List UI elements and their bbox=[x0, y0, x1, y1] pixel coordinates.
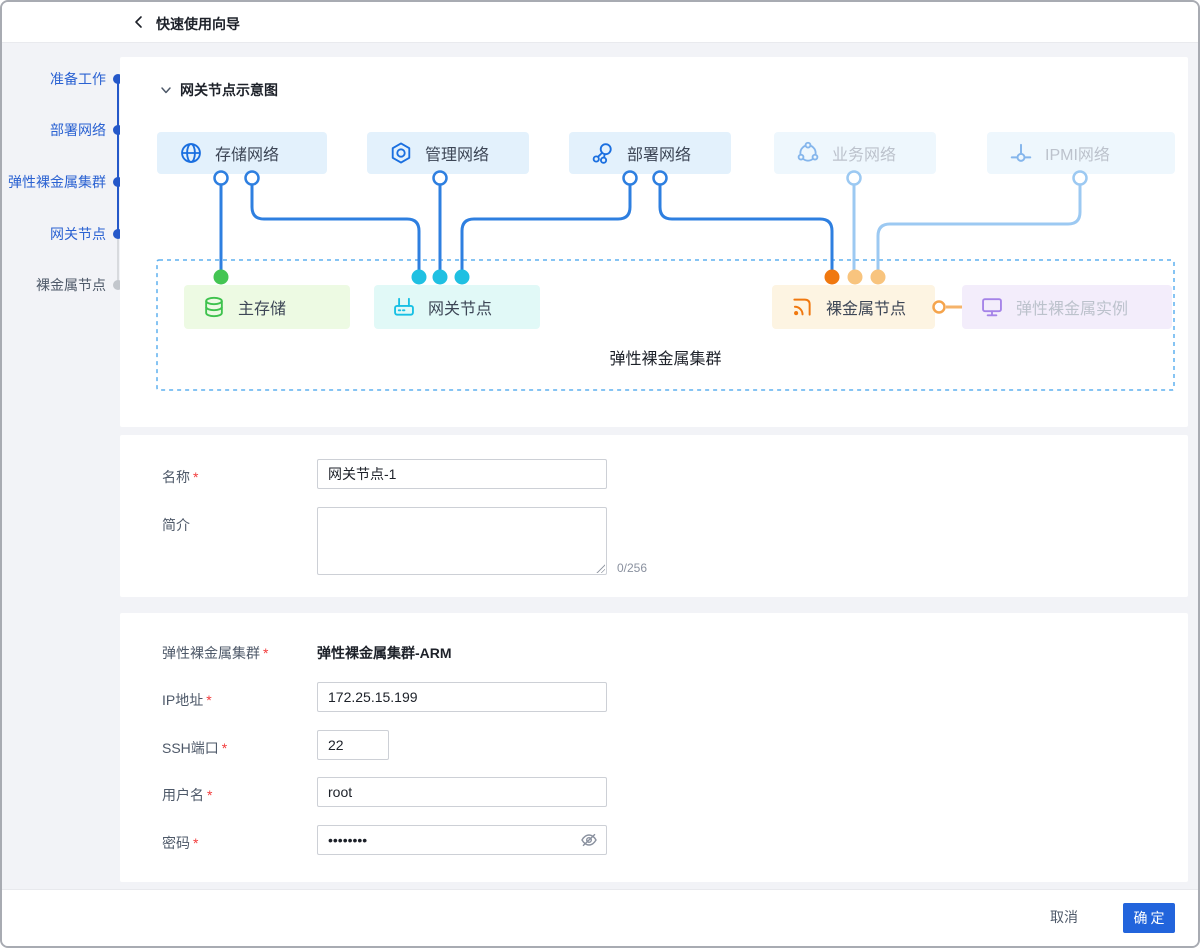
settings-icon bbox=[391, 142, 411, 164]
step-dot bbox=[113, 229, 123, 239]
basic-info-card: 名称* 简介 0/256 bbox=[120, 435, 1188, 597]
ssh-port-label: SSH端口* bbox=[162, 740, 228, 756]
sidebar-item-gateway[interactable]: 网关节点 bbox=[50, 226, 106, 242]
orbit-icon bbox=[797, 141, 819, 162]
node-main-storage: 主存储 bbox=[184, 285, 350, 329]
diagram-connections bbox=[156, 170, 1175, 391]
name-input[interactable] bbox=[317, 459, 607, 489]
back-icon[interactable] bbox=[130, 13, 148, 31]
diagram-section-title: 网关节点示意图 bbox=[180, 82, 278, 98]
node-label: 弹性裸金属实例 bbox=[1016, 301, 1129, 318]
node-baremetal: 裸金属节点 bbox=[772, 285, 935, 329]
cluster-value: 弹性裸金属集群-ARM bbox=[317, 645, 452, 661]
node-business-network: 业务网络 bbox=[774, 132, 936, 174]
node-label: 存储网络 bbox=[215, 147, 280, 164]
step-dot bbox=[113, 125, 123, 135]
description-label: 简介 bbox=[162, 517, 190, 533]
chevron-down-icon bbox=[161, 87, 171, 94]
sidebar-item-baremetal[interactable]: 裸金属节点 bbox=[36, 277, 106, 293]
required-mark: * bbox=[207, 787, 213, 803]
cluster-label: 弹性裸金属集群 bbox=[609, 351, 722, 368]
node-label: 业务网络 bbox=[832, 147, 897, 164]
sidebar-item-prepare[interactable]: 准备工作 bbox=[50, 71, 106, 87]
step-dot bbox=[113, 74, 123, 84]
node-storage-network: 存储网络 bbox=[157, 132, 327, 174]
footer-bar: 取消 确定 bbox=[2, 889, 1198, 946]
required-mark: * bbox=[193, 835, 199, 851]
node-label: 裸金属节点 bbox=[826, 301, 907, 318]
connection-card: 弹性裸金属集群* 弹性裸金属集群-ARM IP地址* SSH端口* 用户名* 密… bbox=[120, 613, 1188, 882]
node-label: 网关节点 bbox=[428, 301, 493, 318]
router-icon bbox=[394, 297, 414, 316]
description-textarea[interactable] bbox=[317, 507, 607, 575]
eye-off-icon[interactable] bbox=[580, 832, 598, 848]
ssh-port-input[interactable] bbox=[317, 730, 389, 760]
globe-icon bbox=[181, 143, 201, 163]
page-title: 快速使用向导 bbox=[156, 16, 240, 32]
username-label: 用户名* bbox=[162, 787, 213, 803]
sidebar-item-cluster[interactable]: 弹性裸金属集群 bbox=[8, 174, 106, 190]
node-ipmi-network: IPMI网络 bbox=[987, 132, 1175, 174]
cancel-button[interactable]: 取消 bbox=[1050, 909, 1078, 925]
monitor-icon bbox=[982, 298, 1002, 317]
name-label: 名称* bbox=[162, 469, 199, 485]
node-label: 部署网络 bbox=[627, 147, 692, 164]
username-input[interactable] bbox=[317, 777, 607, 807]
password-label: 密码* bbox=[162, 835, 199, 851]
ip-label: IP地址* bbox=[162, 692, 212, 708]
node-manage-network: 管理网络 bbox=[367, 132, 529, 174]
node-baremetal-instance: 弹性裸金属实例 bbox=[962, 285, 1172, 329]
node-deploy-network: 部署网络 bbox=[569, 132, 731, 174]
char-counter: 0/256 bbox=[617, 561, 648, 575]
rss-icon bbox=[793, 298, 811, 316]
database-icon bbox=[205, 296, 223, 318]
stepper-line-active bbox=[117, 79, 119, 234]
nodes-icon bbox=[592, 143, 612, 164]
stepper-line-pending bbox=[117, 234, 119, 285]
ip-input[interactable] bbox=[317, 682, 607, 712]
required-mark: * bbox=[206, 692, 212, 708]
password-input[interactable] bbox=[317, 825, 607, 855]
header: 快速使用向导 bbox=[2, 2, 1198, 43]
required-mark: * bbox=[193, 469, 199, 485]
diagram-card: 网关节点示意图 存储网络 管理网络 bbox=[120, 57, 1188, 427]
confirm-button[interactable]: 确定 bbox=[1123, 903, 1175, 933]
node-label: 管理网络 bbox=[425, 147, 490, 164]
wizard-stepper: 准备工作 部署网络 弹性裸金属集群 网关节点 裸金属节点 bbox=[2, 43, 132, 883]
diagram-collapse-toggle[interactable]: 网关节点示意图 bbox=[160, 80, 278, 100]
node-label: IPMI网络 bbox=[1045, 147, 1110, 164]
node-gateway: 网关节点 bbox=[374, 285, 540, 329]
node-label: 主存储 bbox=[238, 301, 287, 318]
sidebar-item-network[interactable]: 部署网络 bbox=[50, 122, 106, 138]
probe-icon bbox=[1010, 143, 1032, 162]
required-mark: * bbox=[263, 645, 269, 661]
step-dot bbox=[113, 177, 123, 187]
required-mark: * bbox=[221, 740, 228, 756]
step-dot bbox=[113, 280, 123, 290]
cluster-field-label: 弹性裸金属集群* bbox=[162, 645, 269, 661]
